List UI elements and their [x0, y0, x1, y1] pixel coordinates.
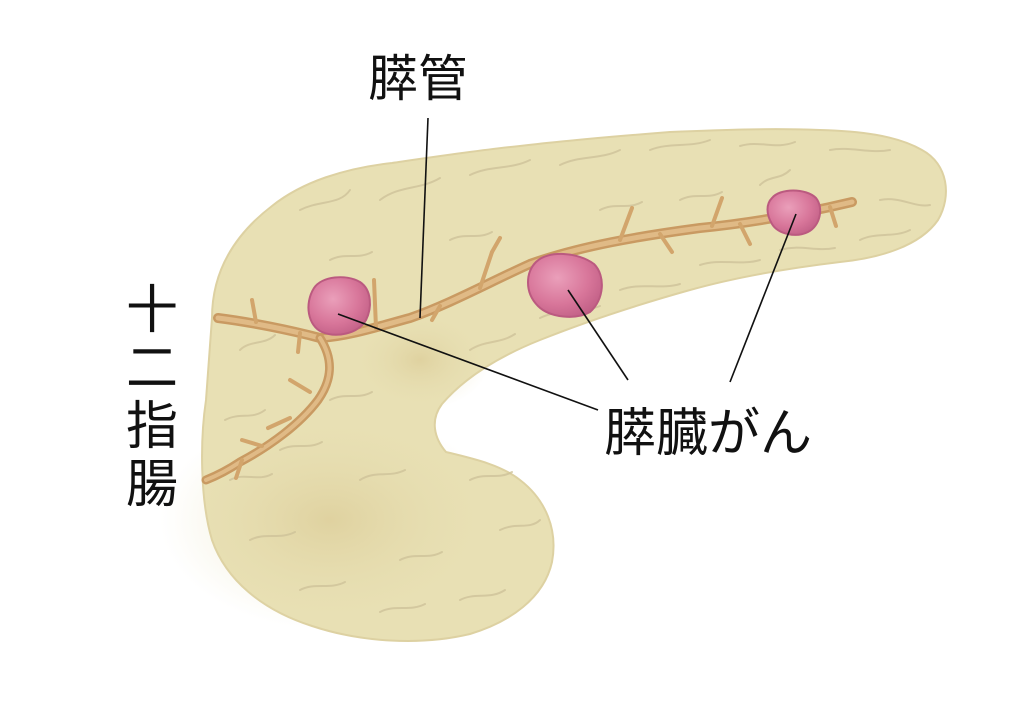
pancreas-lobules: [224, 139, 931, 613]
leader-lines: [337, 117, 797, 411]
pancreas-head-shading: [160, 410, 500, 630]
duodenum-label: 十二指腸: [125, 281, 178, 515]
tumors: [307, 189, 822, 336]
pancreas-neck-shading: [350, 310, 490, 410]
tumor-3-leader-line: [729, 213, 797, 383]
tumor-2-leader-line: [567, 289, 629, 381]
duct-branches: [234, 196, 838, 480]
pancreatic-cancer-label: 膵臓がん: [604, 404, 813, 464]
duct-leader-line: [419, 117, 429, 319]
tumor-3: [766, 189, 822, 236]
pancreatic-duct-label: 膵管: [368, 50, 468, 108]
tumor-1: [307, 276, 371, 336]
tumor-1-leader-line: [337, 313, 599, 411]
tumor-2: [527, 252, 603, 318]
pancreatic-duct: [201, 196, 857, 485]
